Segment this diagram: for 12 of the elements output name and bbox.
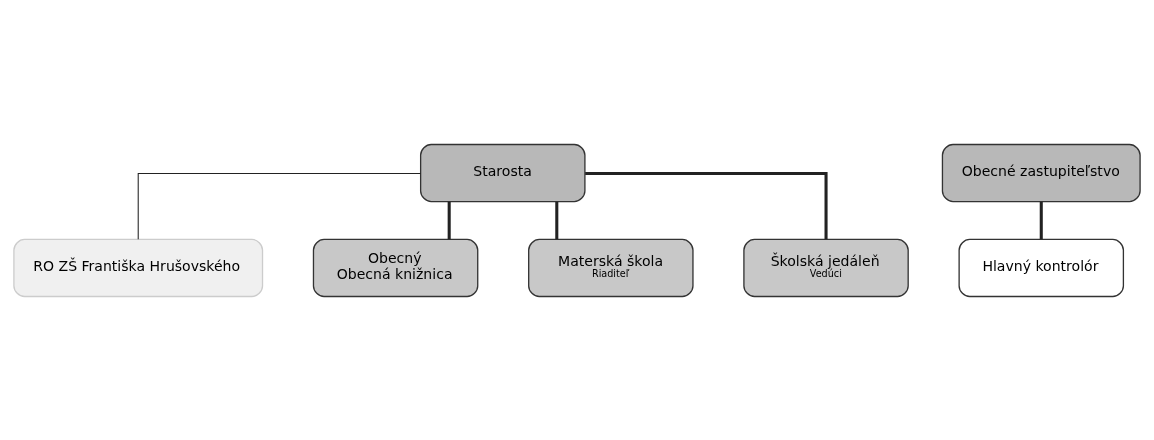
connector [447, 201, 451, 239]
connector [1039, 201, 1043, 239]
node-box: Obecný Obecná knižnica [312, 238, 479, 297]
connector [137, 172, 422, 240]
connector [585, 171, 828, 239]
node-box: Obecné zastupiteľstvo [941, 143, 1141, 202]
node-box: Starosta [419, 143, 586, 202]
node-box: Materská škola Riaditeľ [528, 238, 694, 297]
node-box: RO ZŠ Františka Hrušovského [13, 238, 264, 297]
connector [555, 201, 559, 239]
node-box: Hlavný kontrolór [958, 238, 1125, 297]
node-box: Školská jedáleň Vedúci [743, 238, 909, 297]
